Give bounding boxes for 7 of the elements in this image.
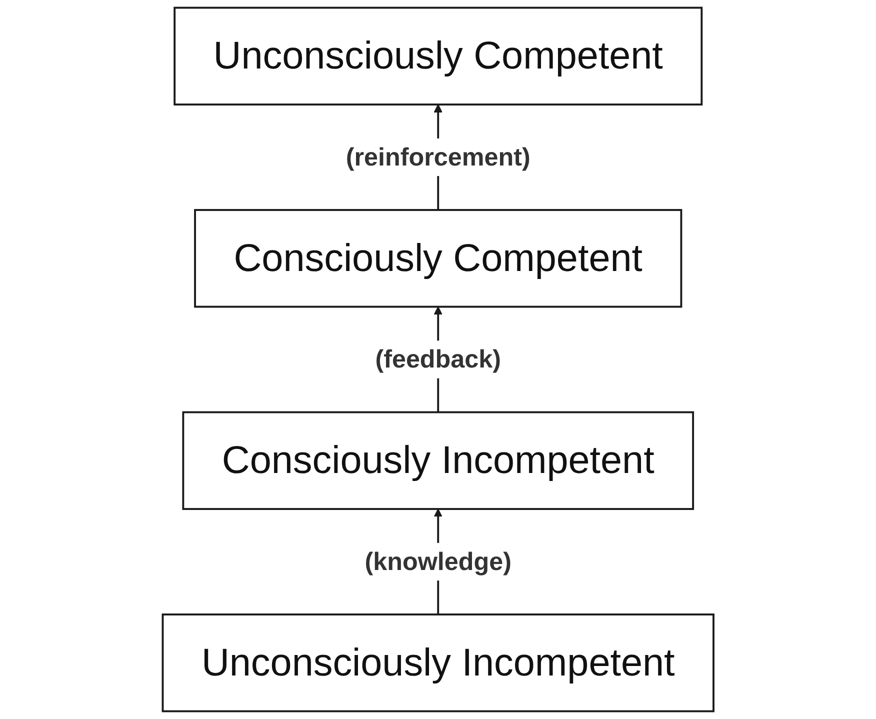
edge-label: (reinforcement): [346, 142, 530, 172]
edge-label: (feedback): [375, 344, 501, 374]
node-box: Unconsciously Incompetent: [162, 614, 714, 712]
node-box: Consciously Incompetent: [182, 411, 694, 510]
node-box: Consciously Competent: [194, 209, 682, 308]
node-box: Unconsciously Competent: [174, 6, 702, 106]
edge-label: (knowledge): [364, 546, 512, 576]
